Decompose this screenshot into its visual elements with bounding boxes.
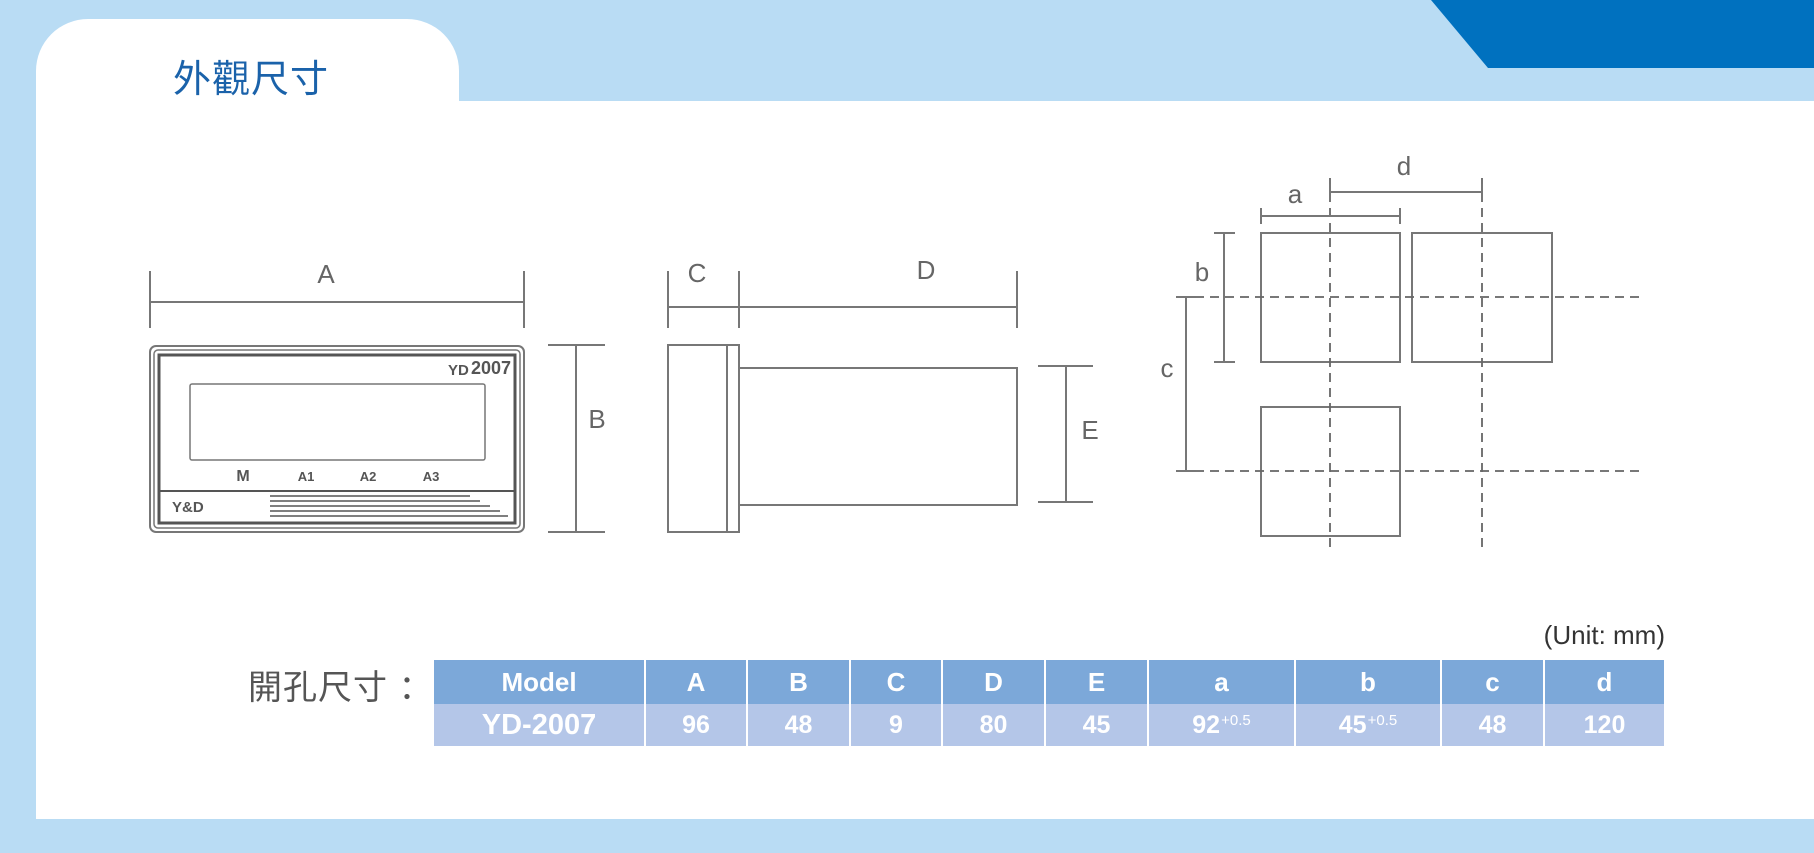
cell-D: 80 [941,704,1045,746]
cell-a-tolerance: +0.5 [1221,711,1251,729]
dim-label-D: D [917,255,936,285]
cell-b-tolerance: +0.5 [1367,711,1398,729]
cell-c: 48 [1440,704,1544,746]
dim-label-c: c [1161,353,1174,383]
col-header-b: b [1294,660,1441,704]
brand-prefix: YD [448,362,469,379]
col-header-A: A [644,660,747,704]
cell-B: 48 [746,704,850,746]
brand-logo: Y&D [172,499,204,516]
spec-table: Model A B C D E a b c d YD-2007 96 48 9 … [434,660,1664,746]
unit-note: (Unit: mm) [1543,620,1665,650]
col-header-E: E [1044,660,1148,704]
cell-model: YD-2007 [434,704,645,746]
cell-C: 9 [849,704,942,746]
cell-b: 45+0.5 [1294,704,1441,746]
cell-A: 96 [644,704,747,746]
col-header-a: a [1147,660,1295,704]
title-tab [36,19,459,109]
dim-label-C: C [688,258,707,288]
cell-a: 92+0.5 [1147,704,1295,746]
panel-cutout-view [1176,178,1643,553]
dim-label-d: d [1397,151,1411,181]
side-view [667,271,1093,533]
dim-label-a: a [1288,179,1303,209]
table-header-row: Model A B C D E a b c d [434,660,1664,704]
cell-E: 45 [1044,704,1148,746]
page-title: 外觀尺寸 [173,59,330,101]
dim-label-E: E [1081,415,1098,445]
cell-b-value: 45 [1338,710,1367,739]
button-label-a2: A2 [360,469,377,484]
brand-model: 2007 [471,358,511,378]
dim-label-b: b [1195,257,1209,287]
col-header-D: D [941,660,1045,704]
cell-a-value: 92 [1192,710,1221,739]
table-row: YD-2007 96 48 9 80 45 92+0.5 45+0.5 48 1… [434,704,1664,746]
col-header-model: Model [434,660,645,704]
col-header-c: c [1440,660,1544,704]
front-view [149,271,605,533]
button-label-m: M [236,468,249,485]
cutout-size-label: 開孔尺寸 ： [248,669,434,707]
button-label-a3: A3 [423,469,440,484]
button-label-a1: A1 [298,469,315,484]
col-header-C: C [849,660,942,704]
dim-label-B: B [588,404,605,434]
col-header-d: d [1543,660,1664,704]
col-header-B: B [746,660,850,704]
cell-d: 120 [1543,704,1664,746]
dim-label-A: A [317,259,335,289]
